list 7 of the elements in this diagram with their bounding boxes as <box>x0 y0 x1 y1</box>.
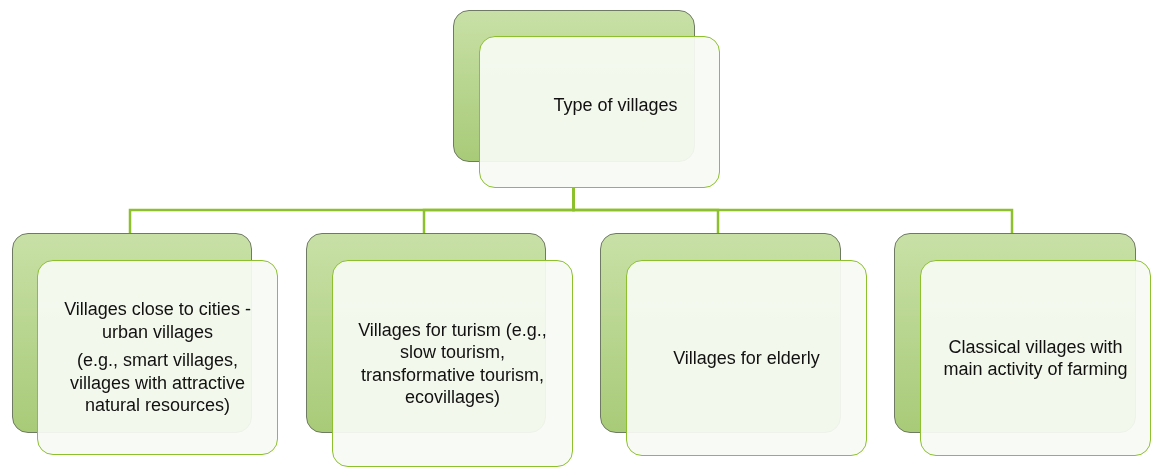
category-label: Classical villages with main activity of farming <box>942 335 1129 381</box>
category-label: (e.g., smart villages, villages with attractive natural resources) <box>68 349 247 417</box>
connector-line <box>572 188 1014 233</box>
category-label: Type of villages <box>553 93 678 117</box>
category-label: Villages for elderly <box>673 346 820 370</box>
category-label: Villages for turism (e.g., slow tourism, transformative tourism, ecovillages) <box>357 318 548 409</box>
category-label: Villages close to cities - urban villages <box>63 298 252 344</box>
